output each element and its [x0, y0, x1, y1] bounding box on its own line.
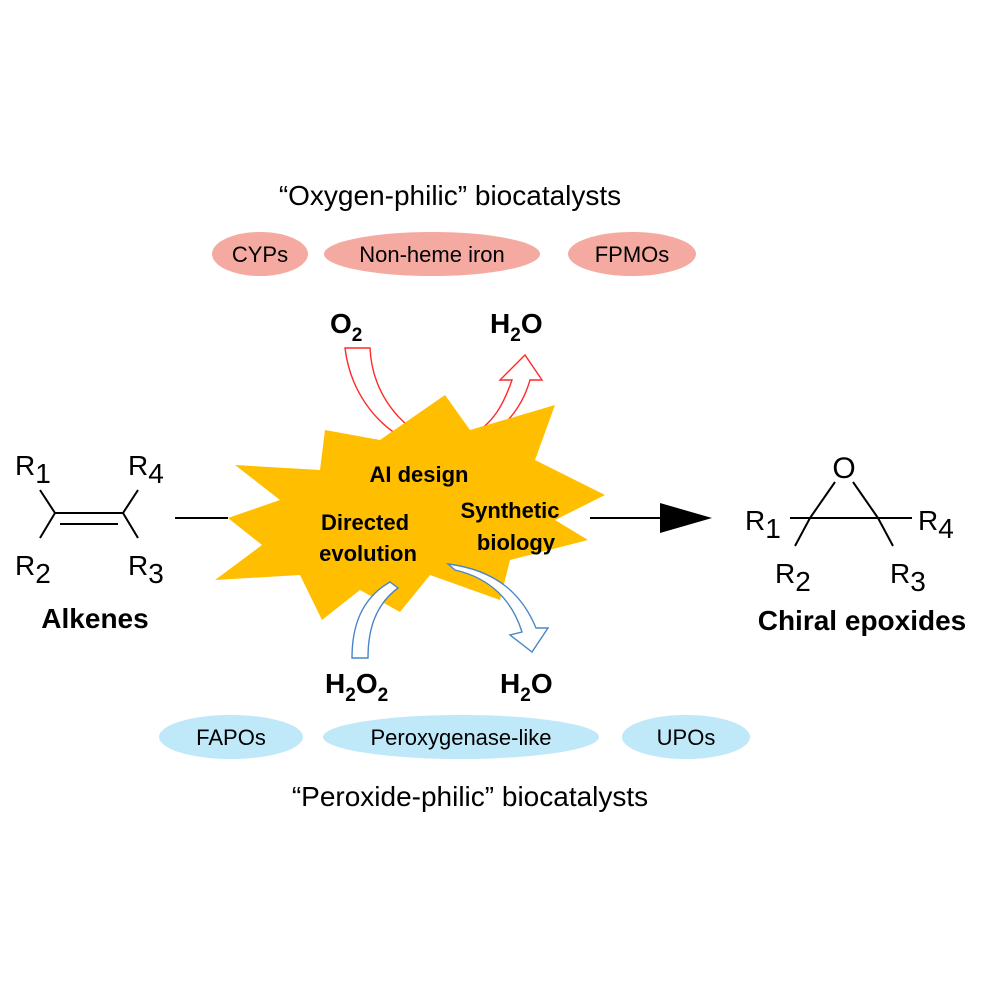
pill-cyps-label: CYPs: [232, 242, 288, 267]
alkene-r4: R4: [128, 450, 164, 489]
epoxide-r3: R3: [890, 558, 926, 597]
pill-cyps: [212, 232, 308, 276]
alkene-r2: R2: [15, 550, 51, 589]
h2o-bottom-label: H2O: [500, 668, 553, 706]
burst-label-evolution: evolution: [319, 541, 417, 566]
alkene-r3: R3: [128, 550, 164, 589]
oxygen-philic-title: “Oxygen-philic” biocatalysts: [279, 180, 621, 211]
h2o2-in-arrow: [351, 581, 400, 659]
h2o2-label: H2O2: [325, 668, 388, 706]
epoxide-structure: [790, 481, 912, 547]
h2o-top-label: H2O: [490, 308, 543, 346]
oxygen-philic-pills: CYPs Non-heme iron FPMOs: [212, 232, 696, 276]
pill-fapos-label: FAPOs: [196, 725, 266, 750]
alkenes-label: Alkenes: [41, 603, 148, 634]
reaction-arrowhead: [660, 503, 712, 533]
pill-fpmos: [568, 232, 696, 276]
alkene-structure: [39, 489, 139, 539]
chiral-epoxides-label: Chiral epoxides: [758, 605, 967, 636]
epoxide-r4: R4: [918, 505, 954, 544]
epoxide-r2: R2: [775, 558, 811, 597]
pill-upos: [622, 715, 750, 759]
pill-fpmos-label: FPMOs: [595, 242, 670, 267]
peroxide-philic-title: “Peroxide-philic” biocatalysts: [292, 781, 648, 812]
burst-label-ai-design: AI design: [369, 462, 468, 487]
h2o-out-arrow-bottom: [445, 563, 550, 654]
burst-label-directed: Directed: [321, 510, 409, 535]
alkene-r1: R1: [15, 450, 51, 489]
o2-label: O2: [330, 308, 362, 346]
pill-fapos: [159, 715, 303, 759]
pill-upos-label: UPOs: [657, 725, 716, 750]
burst-label-synthetic: Synthetic: [460, 498, 559, 523]
pill-peroxygenase-like-label: Peroxygenase-like: [371, 725, 552, 750]
catalyst-burst: [215, 395, 605, 620]
pill-non-heme-iron-label: Non-heme iron: [359, 242, 505, 267]
pill-peroxygenase-like: [323, 715, 599, 759]
peroxide-philic-pills: FAPOs Peroxygenase-like UPOs: [159, 715, 750, 759]
epoxide-r1: R1: [745, 505, 781, 544]
burst-label-biology: biology: [477, 530, 556, 555]
pill-non-heme-iron: [324, 232, 540, 276]
epoxide-oxygen: O: [832, 452, 855, 485]
